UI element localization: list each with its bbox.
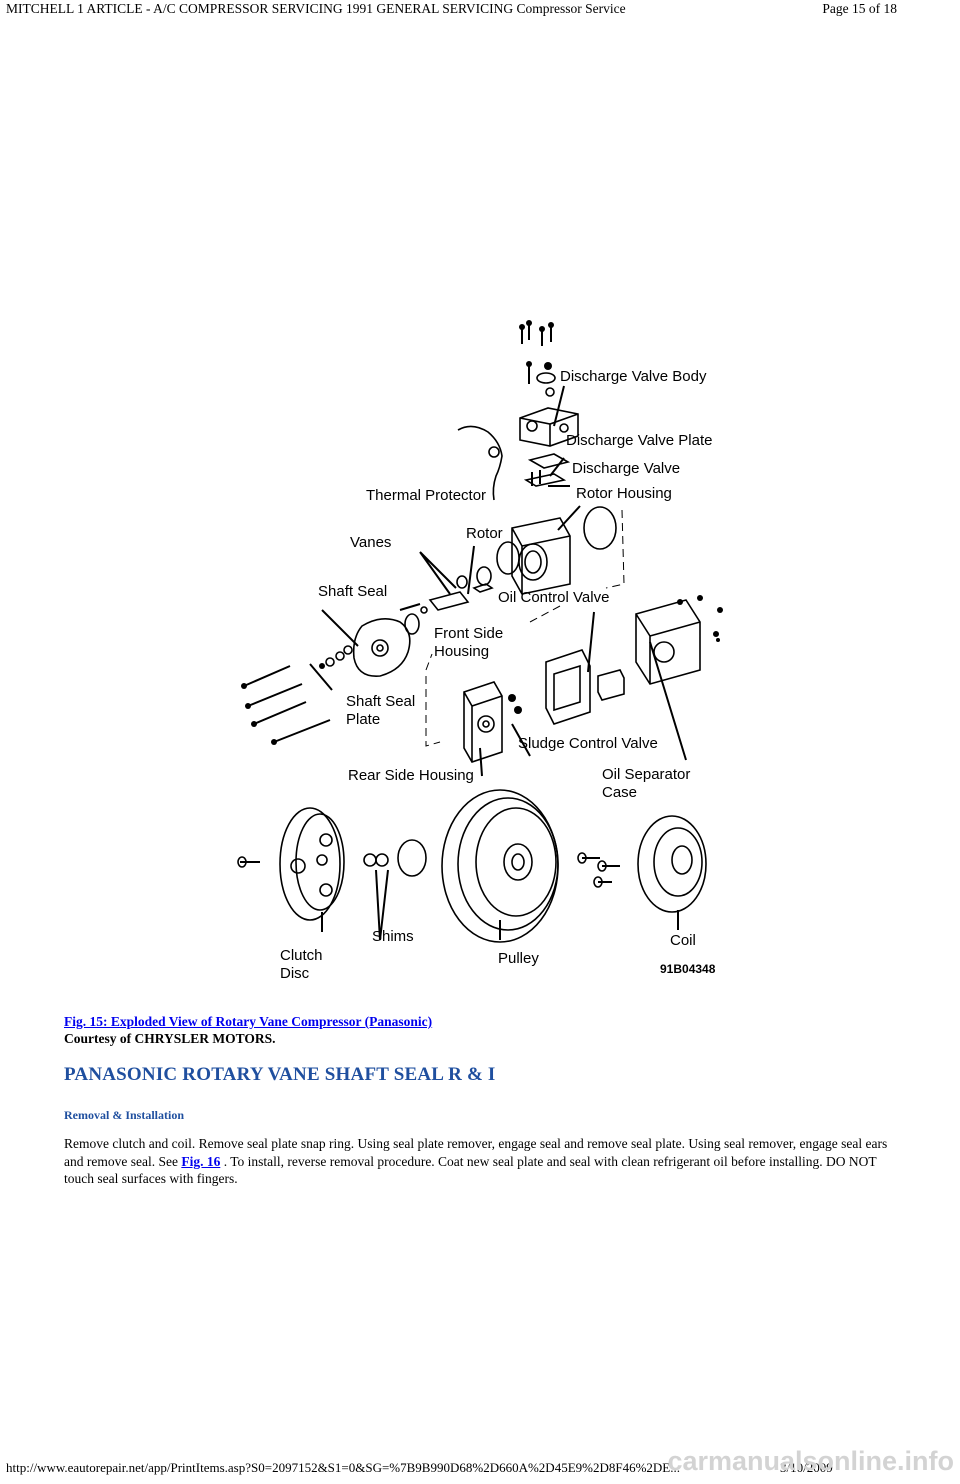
label-discharge-valve: Discharge Valve	[572, 460, 680, 477]
shaft-seal-parts-icon	[319, 645, 353, 669]
rear-side-housing-icon	[463, 681, 522, 763]
label-coil: Coil	[670, 932, 696, 949]
vanes-icon	[399, 583, 494, 611]
label-front-side-housing-1: Front Side	[434, 625, 503, 642]
label-oil-control-valve: Oil Control Valve	[498, 589, 609, 606]
footer-url: http://www.eautorepair.net/app/PrintItem…	[6, 1460, 680, 1475]
label-clutch-disc-1: Clutch	[280, 947, 323, 964]
rotor-housing-icon	[511, 506, 617, 595]
oil-separator-case-icon	[635, 595, 723, 685]
figure-caption: Fig. 15: Exploded View of Rotary Vane Co…	[64, 1014, 432, 1030]
label-oil-separator-case-2: Case	[602, 784, 637, 801]
label-rotor-housing: Rotor Housing	[576, 485, 672, 502]
thermal-protector-icon	[457, 425, 503, 501]
label-front-side-housing-2: Housing	[434, 643, 489, 660]
header-title: MITCHELL 1 ARTICLE - A/C COMPRESSOR SERV…	[6, 1, 626, 16]
label-rear-side-housing: Rear Side Housing	[348, 767, 474, 784]
page-number: Page 15 of 18	[822, 1, 897, 16]
figure-courtesy: Courtesy of CHRYSLER MOTORS.	[64, 1031, 276, 1046]
exploded-view-figure: Discharge Valve Body Discharge Valve Pla…	[237, 320, 723, 982]
bolts-top-icon	[519, 320, 554, 346]
discharge-valve-body-part-icon	[526, 361, 556, 397]
label-clutch-disc-2: Disc	[280, 965, 310, 982]
paragraph-text-2: . To install, reverse removal procedure.…	[64, 1153, 877, 1187]
label-rotor: Rotor	[466, 525, 503, 542]
front-side-housing-icon	[352, 606, 428, 677]
o-ring-icon	[496, 541, 520, 575]
clutch-disc-icon	[237, 807, 345, 921]
label-oil-separator-case-1: Oil Separator	[602, 766, 690, 783]
label-vanes: Vanes	[350, 534, 391, 551]
rotor-icon	[476, 566, 492, 586]
figure-caption-link[interactable]: Fig. 15: Exploded View of Rotary Vane Co…	[64, 1014, 433, 1029]
figure-code: 91B04348	[660, 962, 716, 976]
label-shims: Shims	[372, 928, 414, 945]
label-shaft-seal-plate-2: Plate	[346, 711, 380, 728]
pulley-icon	[441, 789, 559, 943]
gasket-icon	[545, 649, 591, 725]
fig-16-link[interactable]: Fig. 16	[181, 1153, 221, 1169]
label-thermal-protector: Thermal Protector	[366, 487, 486, 504]
paragraph-text-1: Remove clutch and coil. Remove seal plat…	[64, 1136, 888, 1169]
label-shaft-seal-plate-1: Shaft Seal	[346, 693, 415, 710]
footer-date: 3/10/2009	[780, 1460, 833, 1475]
sludge-control-valve-icon	[597, 669, 625, 701]
label-shaft-seal: Shaft Seal	[318, 583, 387, 600]
coil-bolts-icon	[577, 852, 620, 888]
label-sludge-control-valve: Sludge Control Valve	[518, 735, 658, 752]
shims-icon	[363, 839, 427, 877]
label-discharge-valve-plate: Discharge Valve Plate	[566, 432, 712, 449]
label-discharge-valve-body: Discharge Valve Body	[560, 368, 707, 385]
label-pulley: Pulley	[498, 950, 539, 967]
section-heading: PANASONIC ROTARY VANE SHAFT SEAL R & I	[64, 1064, 496, 1085]
coil-icon	[637, 815, 707, 913]
discharge-valve-assembly-icon	[519, 407, 579, 487]
watermark: carmanualsonline.info	[667, 1446, 954, 1476]
section-subheading: Removal & Installation	[64, 1108, 184, 1122]
long-bolts-icon	[241, 665, 331, 745]
procedure-paragraph: Remove clutch and coil. Remove seal plat…	[64, 1135, 904, 1188]
